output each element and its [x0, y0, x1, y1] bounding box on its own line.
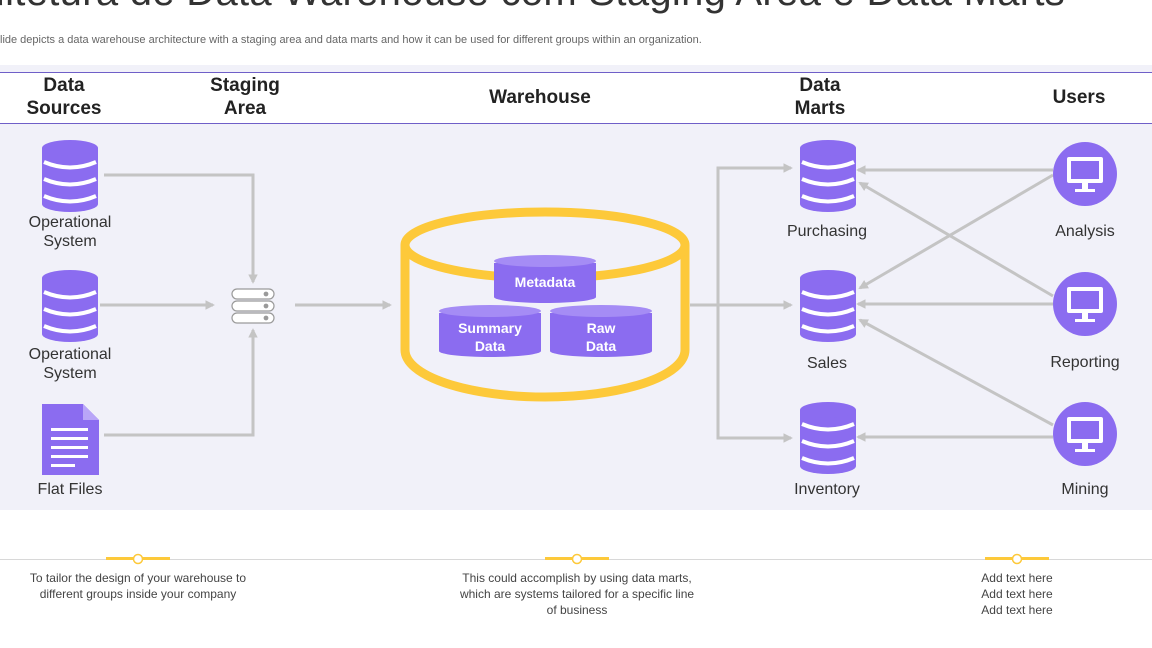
source-label-operational-2: Operational System — [28, 346, 112, 382]
header-warehouse: Warehouse — [489, 87, 591, 108]
monitor-icon — [1053, 402, 1117, 466]
page-title: quitetura de Data Warehouse com Staging … — [0, 0, 1065, 15]
source-label-flat-files: Flat Files — [37, 481, 103, 498]
server-icon — [231, 288, 275, 324]
metadata-label: Metadata — [514, 274, 576, 290]
arrow-source1-to-staging — [104, 173, 258, 284]
mart-label-inventory: Inventory — [794, 481, 860, 498]
user-label-analysis: Analysis — [1055, 223, 1115, 240]
header-users: Users — [1052, 87, 1106, 108]
document-icon — [42, 404, 99, 475]
arrow-reporting-to-purchasing — [858, 181, 1054, 298]
note-marker — [985, 553, 1049, 565]
summary-data-label: Summary Data — [458, 320, 522, 354]
mart-label-purchasing: Purchasing — [786, 223, 868, 240]
connector-arrows — [100, 163, 1054, 443]
user-label-mining: Mining — [1061, 481, 1109, 498]
user-label-reporting: Reporting — [1050, 354, 1120, 371]
summary-data-store — [439, 305, 541, 357]
warehouse-cylinder — [400, 207, 690, 402]
database-icon — [800, 402, 856, 474]
note-marker — [106, 553, 170, 565]
arrow-analysis-to-sales — [858, 173, 1054, 290]
arrow-mining-to-sales — [858, 318, 1054, 427]
monitor-icon — [1053, 142, 1117, 206]
mart-label-sales: Sales — [806, 355, 848, 372]
database-icon — [42, 270, 98, 342]
arrow-flatfiles-to-staging — [104, 328, 258, 437]
note-text-1: To tailor the design of your warehouse t… — [29, 571, 247, 601]
raw-data-store — [550, 305, 652, 357]
note-marker — [545, 553, 609, 565]
source-label-operational-1: Operational System — [28, 214, 112, 250]
raw-data-label: Raw Data — [585, 320, 617, 354]
note-text-2: This could accomplish by using data mart… — [459, 571, 695, 617]
page-subtitle: lide depicts a data warehouse architectu… — [0, 34, 702, 46]
note-text-3: Add text here Add text here Add text her… — [981, 571, 1053, 617]
column-header-band — [0, 72, 1152, 124]
header-data-sources: Data Sources — [26, 75, 102, 119]
metadata-store — [494, 255, 596, 303]
database-icon — [800, 140, 856, 212]
header-data-marts: Data Marts — [794, 75, 846, 119]
monitor-icon — [1053, 272, 1117, 336]
arrow-warehouse-to-inventory — [716, 305, 793, 443]
header-staging-area: Staging Area — [210, 75, 280, 119]
database-icon — [800, 270, 856, 342]
database-icon — [42, 140, 98, 212]
arrow-warehouse-to-purchasing — [716, 163, 793, 305]
